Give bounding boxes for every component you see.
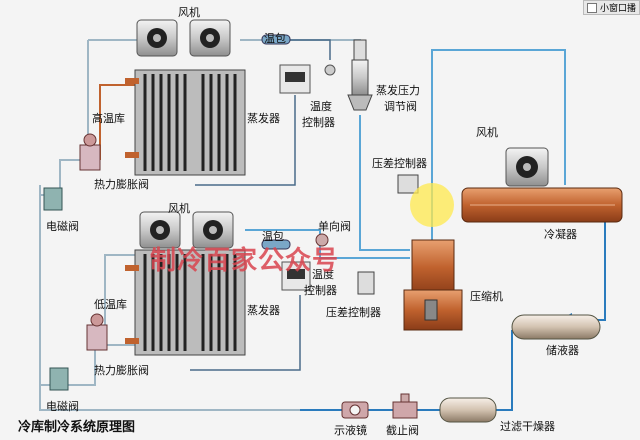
sight-glass xyxy=(341,401,369,419)
small-window-label: 小窗口播 xyxy=(599,4,636,14)
fans xyxy=(136,19,549,249)
pipe-receiver-filter xyxy=(495,330,513,411)
label-receiver: 储液器 xyxy=(546,344,579,357)
label-evaporator-top: 蒸发器 xyxy=(247,112,280,125)
filter-drier xyxy=(439,397,497,423)
label-solenoid-top: 电磁阀 xyxy=(46,220,79,233)
small-window-button[interactable]: 小窗口播 xyxy=(582,0,640,15)
temp-bulb-top xyxy=(261,34,291,45)
label-fan-top: 风机 xyxy=(178,6,200,19)
wire-bulb-top xyxy=(290,39,331,60)
label-high-temp-room: 高温库 xyxy=(92,112,125,125)
expansion-valve-top xyxy=(79,133,101,171)
label-expansion-valve-bottom: 热力膨胀阀 xyxy=(94,364,149,377)
label-compressor: 压缩机 xyxy=(470,290,503,303)
pipe-liquid-left xyxy=(39,185,300,411)
compressor xyxy=(403,239,463,331)
expansion-valve-bottom xyxy=(86,313,108,351)
label-temp-controller-top-1: 温度 xyxy=(310,100,332,113)
temp-controller-bottom xyxy=(281,261,311,291)
stop-valve xyxy=(392,393,418,419)
fan-bottom-2 xyxy=(192,211,234,249)
label-sight-glass: 示液镜 xyxy=(334,424,367,437)
fan-top-1 xyxy=(136,19,178,57)
label-temp-controller-top-2: 控制器 xyxy=(302,116,335,129)
fan-condenser xyxy=(505,147,549,187)
pipe-top-suction xyxy=(359,115,410,251)
label-expansion-valve-top: 热力膨胀阀 xyxy=(94,178,149,191)
label-evaporator-bottom: 蒸发器 xyxy=(247,304,280,317)
label-diff-pressure-controller-bottom: 压差控制器 xyxy=(326,306,381,319)
watermark: 制冷百家公众号 xyxy=(150,246,340,276)
wire-temp-top xyxy=(195,95,296,186)
label-temp-controller-bottom-1: 温度 xyxy=(312,268,334,281)
label-fan-bottom: 风机 xyxy=(168,202,190,215)
temp-controller-top xyxy=(279,64,311,94)
evap-pressure-valve xyxy=(347,39,373,111)
label-check-valve: 单向阀 xyxy=(318,220,351,233)
label-temp-controller-bottom-2: 控制器 xyxy=(304,284,337,297)
window-icon xyxy=(586,2,597,13)
diagram-title: 冷库制冷系统原理图 xyxy=(18,420,136,435)
temp-bulb-bottom xyxy=(261,239,291,250)
fan-top-2 xyxy=(189,19,231,57)
label-low-temp-room: 低温库 xyxy=(94,298,127,311)
solenoid-valve-top xyxy=(43,187,63,211)
label-evap-pressure-valve-1: 蒸发压力 xyxy=(376,84,420,97)
solenoid-valve-bottom xyxy=(49,367,69,391)
condenser xyxy=(461,187,623,223)
diff-pressure-controller-top xyxy=(397,174,419,194)
evaporator-bottom xyxy=(125,249,246,356)
label-evap-pressure-valve-2: 调节阀 xyxy=(384,100,417,113)
label-filter-drier: 过滤干燥器 xyxy=(500,420,555,433)
label-solenoid-bottom: 电磁阀 xyxy=(46,400,79,413)
sensor-top xyxy=(324,64,336,76)
label-temp-bulb-bottom: 温包 xyxy=(262,230,284,243)
label-diff-pressure-controller-top: 压差控制器 xyxy=(372,157,427,170)
fan-bottom-1 xyxy=(139,211,181,249)
check-valve xyxy=(315,233,329,247)
cursor-highlight xyxy=(410,183,454,227)
label-stop-valve: 截止阀 xyxy=(386,424,419,437)
pipe-bottom-exp-up xyxy=(104,254,140,330)
pipe-top-exp-to-evap xyxy=(99,84,135,160)
evaporator-top xyxy=(125,69,246,176)
receiver xyxy=(511,314,601,340)
wire-temp-bottom xyxy=(190,295,301,371)
label-fan-condenser: 风机 xyxy=(476,126,498,139)
pipe-discharge xyxy=(431,49,566,240)
label-temp-bulb-top: 温包 xyxy=(264,32,286,45)
diff-pressure-controller-bottom xyxy=(357,271,375,295)
label-condenser: 冷凝器 xyxy=(544,228,577,241)
